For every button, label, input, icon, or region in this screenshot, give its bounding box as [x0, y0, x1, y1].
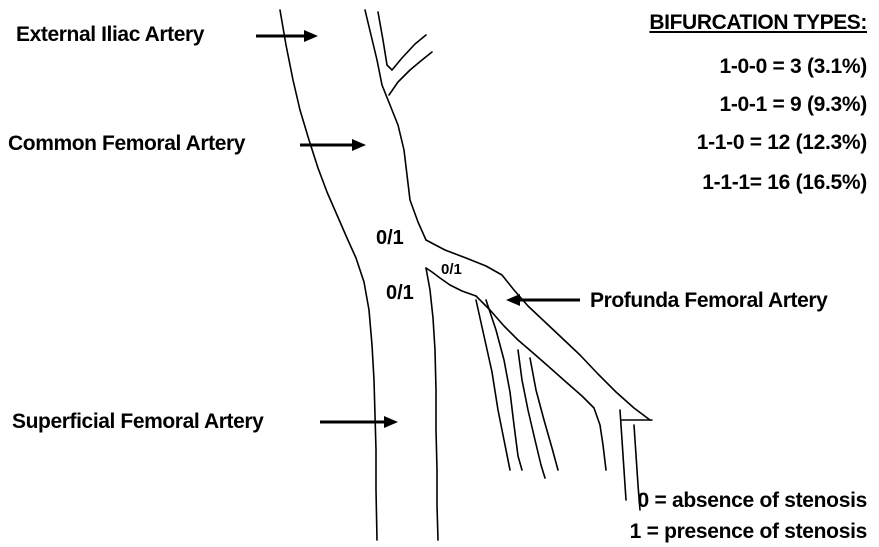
key-presence-of-stenosis: 1 = presence of stenosis: [630, 521, 867, 542]
label-common-femoral-artery: Common Femoral Artery: [8, 133, 245, 154]
bifurcation-type-row: 1-1-0 = 12 (12.3%): [697, 132, 867, 153]
bifurcation-types-title: BIFURCATION TYPES:: [649, 12, 867, 33]
bifurcation-type-row: 1-0-1 = 9 (9.3%): [719, 94, 867, 115]
arrow-profunda-femoral: [506, 294, 580, 306]
arrow-superficial-femoral: [320, 416, 398, 428]
arrow-common-femoral: [300, 139, 366, 151]
key-absence-of-stenosis: 0 = absence of stenosis: [638, 490, 867, 511]
stenosis-mark-sfa-origin: 0/1: [386, 283, 414, 303]
label-profunda-femoral-artery: Profunda Femoral Artery: [590, 290, 827, 311]
bifurcation-type-row: 1-1-1= 16 (16.5%): [702, 172, 867, 193]
label-superficial-femoral-artery: Superficial Femoral Artery: [12, 411, 263, 432]
stenosis-mark-pfa-origin: 0/1: [441, 262, 462, 277]
label-external-iliac-artery: External Iliac Artery: [16, 24, 204, 45]
arrow-external-iliac: [256, 30, 318, 42]
bifurcation-type-row: 1-0-0 = 3 (3.1%): [719, 56, 867, 77]
stenosis-mark-bifurcation: 0/1: [376, 228, 404, 248]
